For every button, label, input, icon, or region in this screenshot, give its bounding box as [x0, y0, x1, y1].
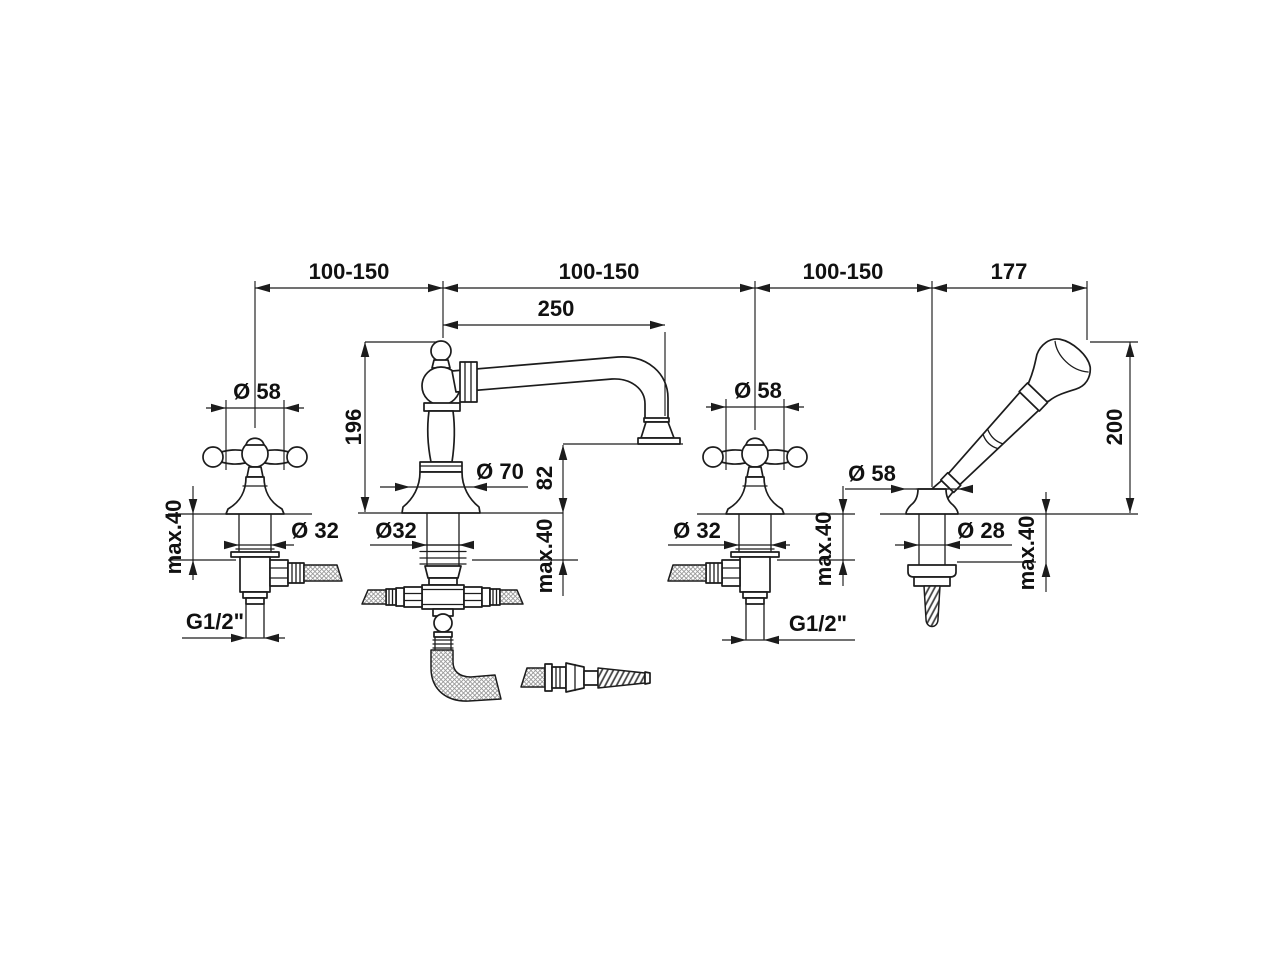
dim-thread-left: G1/2" — [186, 609, 244, 634]
right-valve — [667, 437, 808, 640]
handshower-head — [1027, 338, 1092, 403]
dim-deck-max-left: max.40 — [161, 500, 186, 575]
dim-deck-max-shower: max.40 — [1014, 516, 1039, 591]
dim-deck-max-right: max.40 — [811, 512, 836, 587]
left-valve — [202, 437, 343, 638]
right-valve-cap — [745, 437, 765, 446]
dim-thread-right: G1/2" — [789, 611, 847, 636]
dim-top-span-shower: 177 — [991, 259, 1028, 284]
dim-shower-shank-dia: Ø 28 — [957, 518, 1005, 543]
left-valve-hose — [303, 564, 343, 582]
dim-spout-base-dia: Ø 70 — [476, 459, 524, 484]
tee-hose-down — [430, 649, 502, 702]
handshower-hose — [923, 585, 941, 628]
dim-spout-reach: 250 — [538, 296, 575, 321]
right-valve-stem — [746, 466, 764, 478]
right-valve-ball-left — [702, 446, 724, 468]
handshower-flange — [907, 564, 957, 578]
tee-ball-joint — [433, 613, 453, 633]
dim-top-span-center: 100-150 — [559, 259, 640, 284]
left-valve-ball-right — [286, 446, 308, 468]
spout-arm — [451, 356, 669, 421]
dim-left-valve-dia: Ø 58 — [233, 379, 281, 404]
spout-outlet — [640, 421, 675, 439]
left-valve-ball-left — [202, 446, 224, 468]
dim-top-span-left: 100-150 — [309, 259, 390, 284]
dim-shower-base-dia: Ø 58 — [848, 461, 896, 486]
dim-top-span-right: 100-150 — [803, 259, 884, 284]
left-valve-cap — [245, 437, 265, 446]
left-valve-outlet-nut — [269, 559, 289, 587]
dim-right-valve-dia: Ø 58 — [734, 378, 782, 403]
supply-hose-braid — [520, 667, 546, 688]
tee-fitting — [361, 577, 524, 702]
spout-finial — [430, 340, 452, 362]
spout — [401, 340, 681, 579]
dim-deck-max-center: max.40 — [532, 519, 557, 594]
spout-base — [401, 471, 481, 514]
dim-shower-height: 200 — [1102, 409, 1127, 446]
supply-hose — [520, 662, 651, 693]
right-valve-ball-right — [786, 446, 808, 468]
left-valve-body — [239, 556, 271, 593]
right-valve-outlet-nut — [721, 559, 741, 587]
tee-hose-right — [499, 589, 524, 605]
dim-outlet-height: 82 — [532, 466, 557, 490]
tee-body — [421, 584, 465, 610]
dimensions: 100-150 100-150 100-150 177 250 196 Ø 58… — [161, 259, 1138, 645]
tee-hose-left — [361, 589, 387, 605]
dim-left-shank-dia: Ø 32 — [291, 518, 339, 543]
dim-right-shank-dia: Ø 32 — [673, 518, 721, 543]
left-valve-stem — [246, 466, 264, 478]
dim-spout-height: 196 — [341, 409, 366, 446]
dim-spout-shank-dia: Ø32 — [375, 518, 417, 543]
handshower-handle — [947, 391, 1040, 486]
right-valve-escutcheon — [725, 476, 785, 515]
left-valve-escutcheon — [225, 476, 285, 515]
spout-collar — [459, 361, 478, 403]
deck-lines — [284, 512, 1138, 515]
supply-hose-thread — [597, 667, 646, 689]
handshower — [905, 338, 1092, 628]
right-valve-body — [739, 556, 771, 593]
spout-column — [426, 410, 456, 463]
right-valve-hose — [667, 564, 707, 582]
